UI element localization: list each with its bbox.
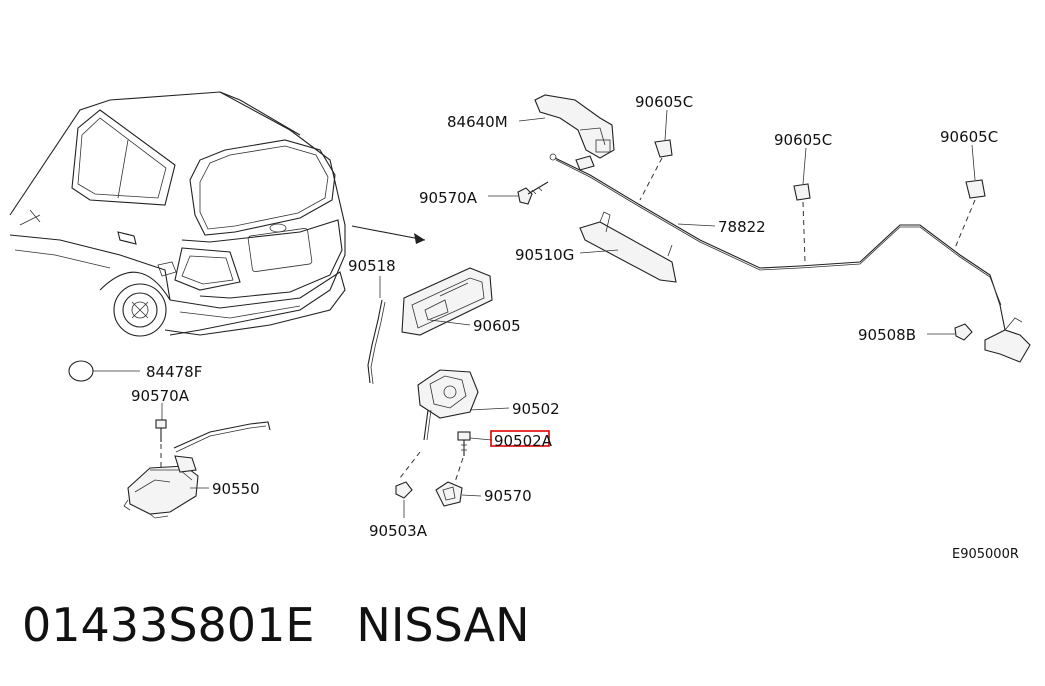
part-90502-latch [417, 369, 479, 419]
part-84640M-shape [534, 94, 615, 159]
part-90570-striker [435, 481, 463, 507]
part-90570A-bolt-left [155, 419, 167, 442]
label-90503A: 90503A [369, 522, 428, 540]
label-90502: 90502 [512, 400, 560, 418]
caption: 01433S801E NISSAN [22, 598, 530, 652]
part-90518-strip [367, 299, 383, 384]
label-84640M: 84640M [447, 113, 508, 131]
label-90605: 90605 [473, 317, 521, 335]
part-90570A-bolt-top [517, 181, 549, 205]
part-90605C-clip-1 [654, 139, 673, 158]
leader-lines [93, 109, 976, 497]
label-90510G: 90510G [515, 246, 574, 264]
label-90570A-top: 90570A [419, 189, 478, 207]
latch-detail [367, 267, 493, 518]
highlight-box [490, 430, 550, 447]
part-84478F-cap [68, 360, 94, 382]
diagram-code: E905000R [952, 547, 1019, 562]
brand-name: NISSAN [356, 598, 530, 652]
part-90605C-clip-2 [793, 183, 811, 201]
label-90550: 90550 [212, 480, 260, 498]
actuator-detail [68, 360, 271, 519]
label-78822: 78822 [718, 218, 766, 236]
part-90605C-clip-3 [965, 179, 986, 199]
label-90605C-2: 90605C [774, 131, 832, 149]
label-90518: 90518 [348, 257, 396, 275]
part-labels: 84640M 90605C 90605C 90605C 90570A 78822… [131, 93, 1019, 562]
cable-78822 [554, 157, 1006, 331]
label-90570A-left: 90570A [131, 387, 190, 405]
cable-assembly [517, 94, 1031, 363]
part-90503A-grommet [395, 481, 413, 499]
label-90570: 90570 [484, 487, 532, 505]
part-number: 01433S801E [22, 598, 315, 652]
vehicle-illustration [9, 91, 426, 337]
label-90508B: 90508B [858, 326, 916, 344]
label-90502A: 90502A [494, 432, 553, 450]
label-84478F: 84478F [146, 363, 202, 381]
label-90605C-1: 90605C [635, 93, 693, 111]
part-90502A-bolt [457, 431, 471, 456]
label-90605C-3: 90605C [940, 128, 998, 146]
part-90605-handle [401, 267, 493, 336]
part-90550-actuator [127, 465, 199, 515]
